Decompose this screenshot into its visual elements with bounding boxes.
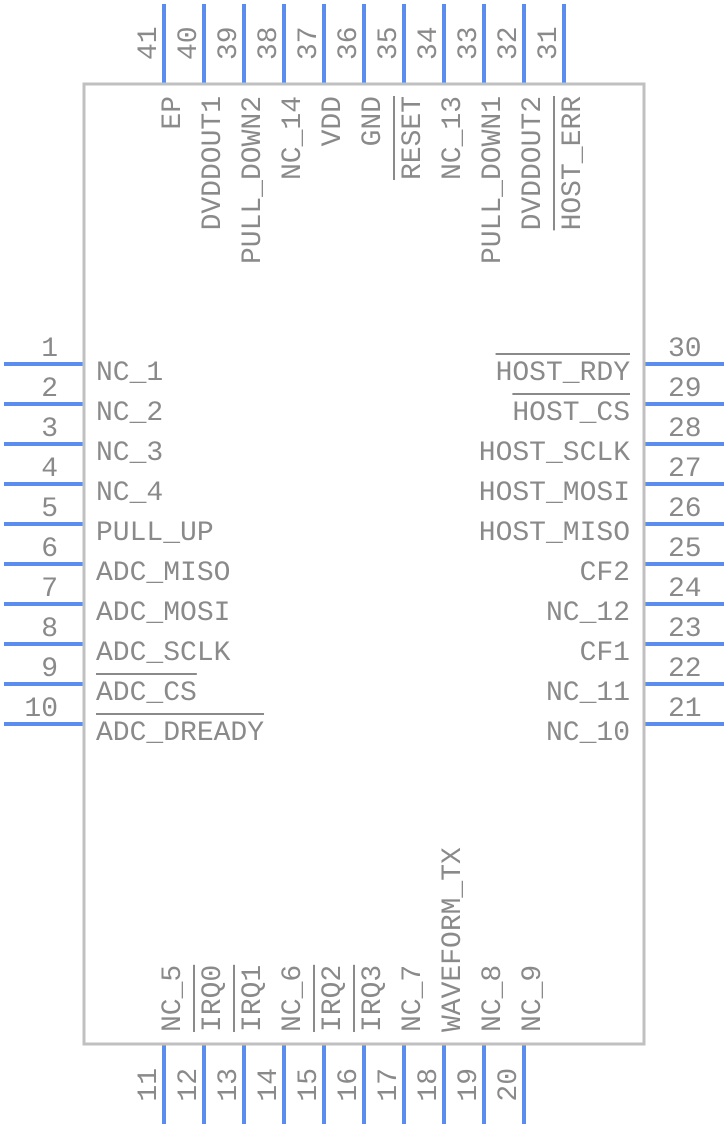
pin-22-name-nc-11: NC_11	[546, 678, 630, 709]
pin-18-name-waveform-tx: WAVEFORM_TX	[438, 847, 469, 1032]
pin-33-name-pull-down1: PULL_DOWN1	[478, 96, 509, 264]
pin-2-name-nc-2: NC_2	[96, 398, 163, 429]
pin-17-number: 17	[374, 1068, 405, 1102]
pin-13-number: 13	[214, 1068, 245, 1102]
pin-14-name-nc-6: NC_6	[278, 965, 309, 1032]
pin-16-number: 16	[334, 1068, 365, 1102]
pin-8-number: 8	[41, 614, 58, 645]
pin-3-name-nc-3: NC_3	[96, 438, 163, 469]
pin-39-number: 39	[214, 26, 245, 60]
pin-37-number: 37	[294, 26, 325, 60]
pin-27-number: 27	[668, 454, 702, 485]
pin-7-name-adc-mosi: ADC_MOSI	[96, 598, 230, 629]
pin-27-name-host-mosi: HOST_MOSI	[479, 478, 630, 509]
pin-6-name-adc-miso: ADC_MISO	[96, 558, 230, 589]
pin-2-number: 2	[41, 374, 58, 405]
pin-38-number: 38	[254, 26, 285, 60]
pin-6-number: 6	[41, 534, 58, 565]
pin-21-name-nc-10: NC_10	[546, 718, 630, 749]
pin-12-name-irq0: IRQ0	[198, 965, 229, 1032]
pin-lines	[4, 4, 724, 1124]
pin-13-name-irq1: IRQ1	[238, 965, 269, 1032]
pin-20-name-nc-9: NC_9	[518, 965, 549, 1032]
pin-37-name-vdd: VDD	[318, 96, 349, 146]
pin-18-number: 18	[414, 1068, 445, 1102]
pin-5-name-pull-up: PULL_UP	[96, 518, 214, 549]
pin-26-name-host-miso: HOST_MISO	[479, 518, 630, 549]
pin-30-number: 30	[668, 334, 702, 365]
pin-28-number: 28	[668, 414, 702, 445]
pin-23-number: 23	[668, 614, 702, 645]
pin-34-name-nc-13: NC_13	[438, 96, 469, 180]
pin-36-name-gnd: GND	[358, 96, 389, 146]
pin-20-number: 20	[494, 1068, 525, 1102]
pin-21-number: 21	[668, 694, 702, 725]
pin-31-name-host-err: HOST_ERR	[558, 96, 589, 231]
pin-24-number: 24	[668, 574, 702, 605]
pin-8-name-adc-sclk: ADC_SCLK	[96, 638, 231, 669]
pin-19-number: 19	[454, 1068, 485, 1102]
pin-14-number: 14	[254, 1068, 285, 1102]
pin-labels: 1NC_12NC_23NC_34NC_45PULL_UP6ADC_MISO7AD…	[24, 26, 701, 1101]
pin-12-number: 12	[174, 1068, 205, 1102]
pin-23-name-cf1: CF1	[580, 638, 630, 669]
pin-36-number: 36	[334, 26, 365, 60]
pin-1-name-nc-1: NC_1	[96, 358, 163, 389]
pin-9-name-adc-cs: ADC_CS	[96, 678, 197, 709]
pin-32-name-dvddout2: DVDDOUT2	[518, 96, 549, 230]
pin-30-name-host-rdy: HOST_RDY	[496, 358, 631, 389]
pin-32-number: 32	[494, 26, 525, 60]
pin-39-name-pull-down2: PULL_DOWN2	[238, 96, 269, 264]
pin-7-number: 7	[41, 574, 58, 605]
pin-19-name-nc-8: NC_8	[478, 965, 509, 1032]
pin-11-name-nc-5: NC_5	[158, 965, 189, 1032]
pin-3-number: 3	[41, 414, 58, 445]
pin-24-name-nc-12: NC_12	[546, 598, 630, 629]
pin-4-number: 4	[41, 454, 58, 485]
pin-10-name-adc-dready: ADC_DREADY	[96, 718, 264, 749]
pin-15-number: 15	[294, 1068, 325, 1102]
pin-33-number: 33	[454, 26, 485, 60]
pin-17-name-nc-7: NC_7	[398, 965, 429, 1032]
pin-29-name-host-cs: HOST_CS	[512, 398, 630, 429]
component-body	[82, 82, 646, 1046]
pin-41-name-ep: EP	[158, 96, 189, 130]
pin-26-number: 26	[668, 494, 702, 525]
pin-11-number: 11	[134, 1068, 165, 1102]
pin-35-number: 35	[374, 26, 405, 60]
pin-16-name-irq3: IRQ3	[358, 965, 389, 1032]
pin-4-name-nc-4: NC_4	[96, 478, 163, 509]
pin-35-name-reset: RESET	[398, 96, 429, 180]
pin-29-number: 29	[668, 374, 702, 405]
pin-28-name-host-sclk: HOST_SCLK	[479, 438, 630, 469]
pin-25-name-cf2: CF2	[580, 558, 630, 589]
pin-31-number: 31	[534, 26, 565, 60]
pin-15-name-irq2: IRQ2	[318, 965, 349, 1032]
pin-9-number: 9	[41, 654, 58, 685]
pin-40-number: 40	[174, 26, 205, 60]
pin-10-number: 10	[24, 694, 58, 725]
pin-5-number: 5	[41, 494, 58, 525]
pin-40-name-dvddout1: DVDDOUT1	[198, 96, 229, 230]
pin-38-name-nc-14: NC_14	[278, 96, 309, 180]
pin-34-number: 34	[414, 26, 445, 60]
pin-41-number: 41	[134, 26, 165, 60]
pin-1-number: 1	[41, 334, 58, 365]
pin-22-number: 22	[668, 654, 702, 685]
pin-25-number: 25	[668, 534, 702, 565]
